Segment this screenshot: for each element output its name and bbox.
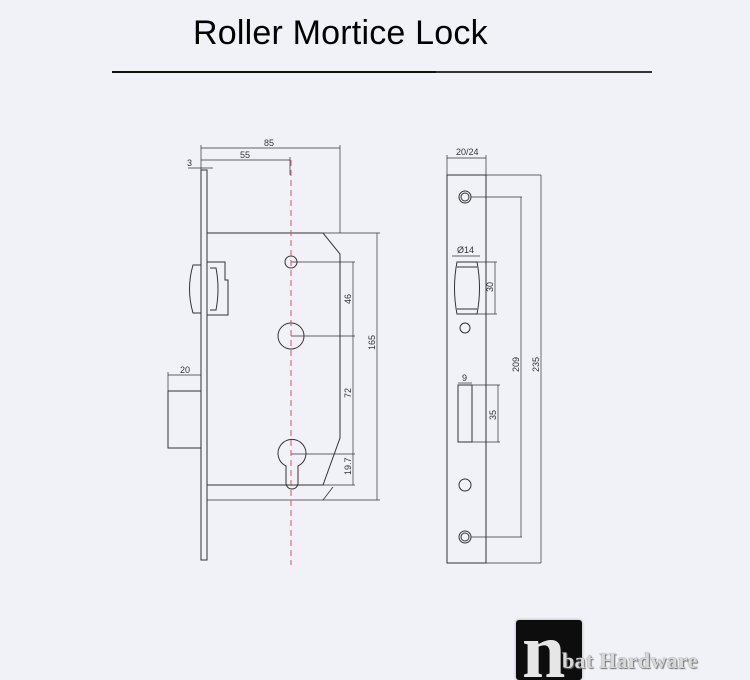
euro-cylinder-cutout	[277, 438, 307, 490]
dim-latch-projection: 20	[180, 365, 190, 375]
lock-case	[207, 232, 341, 486]
dim-faceplate-length: 235	[531, 357, 541, 372]
brand-name: bat Hardware	[562, 648, 698, 673]
page-title: Roller Mortice Lock	[193, 14, 488, 52]
side-view	[446, 155, 542, 564]
dim-backset: 55	[240, 150, 250, 160]
adjust-screw	[459, 322, 471, 334]
dim-case-height: 165	[367, 335, 377, 350]
deadbolt	[167, 390, 202, 449]
screw-holes	[458, 190, 472, 544]
faceplate	[200, 169, 208, 561]
logo-letter: n	[522, 620, 566, 680]
dim-bolt-width: 9	[462, 373, 467, 383]
dim-screw-spacing: 209	[511, 357, 521, 372]
side-faceplate	[446, 174, 487, 564]
dim-handle-to-cylinder: 46	[343, 294, 353, 304]
dim-bolt-height: 35	[488, 410, 498, 420]
dim-cylinder-center: 72	[343, 388, 353, 398]
bolt-slot	[457, 384, 473, 443]
brand-logo: n	[516, 620, 582, 680]
dim-roller-diameter: Ø14	[457, 245, 474, 255]
dim-overall-depth: 85	[264, 138, 274, 148]
roller-slot	[454, 261, 480, 315]
dim-faceplate-width: 20/24	[456, 147, 479, 157]
roller-latch	[189, 261, 229, 316]
front-view	[167, 145, 380, 561]
dim-cylinder-offset: 19.7	[343, 457, 353, 475]
title-underline	[112, 71, 652, 73]
dim-roller-height: 30	[485, 282, 495, 292]
dim-faceplate-thickness: 3	[187, 158, 192, 168]
